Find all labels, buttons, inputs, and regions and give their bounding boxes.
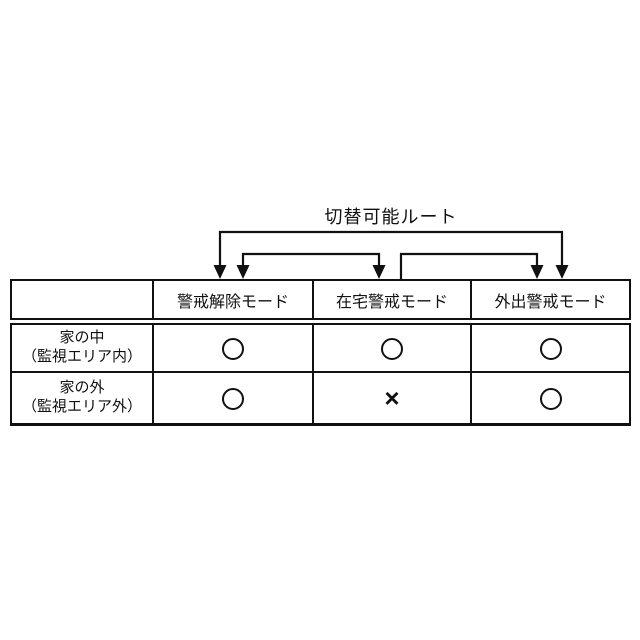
arrowhead-down-icon <box>555 265 569 279</box>
arrowhead-down-icon <box>236 265 250 279</box>
mark: × <box>384 382 400 413</box>
row-header-outside-house: 家の外 （監視エリア外） <box>10 371 154 426</box>
cell-inside-home: ○ <box>312 320 472 373</box>
column-header-away-mode: 外出警戒モード <box>470 279 631 325</box>
table-header-row: 警戒解除モード 在宅警戒モード 外出警戒モード <box>10 279 631 325</box>
cell-outside-home: × <box>312 371 472 426</box>
column-header-home-mode: 在宅警戒モード <box>312 279 472 325</box>
cell-outside-away: ○ <box>470 371 631 426</box>
row-label-line2: （監視エリア外） <box>21 398 142 415</box>
route-home-away <box>399 252 544 281</box>
row-label-line1: 家の中 <box>59 329 105 347</box>
row-header-inside-house: 家の中 （監視エリア内） <box>10 320 154 373</box>
route-disarm-home <box>236 252 386 279</box>
cell-inside-away: ○ <box>470 320 631 373</box>
arrowhead-down-icon <box>372 265 386 279</box>
cell-outside-disarm: ○ <box>152 371 314 426</box>
corner-cell <box>10 279 154 325</box>
row-label-line2: （監視エリア内） <box>21 348 142 365</box>
arrowhead-down-icon <box>530 265 544 279</box>
route-arrows <box>213 230 569 281</box>
table-row-outside-house: 家の外 （監視エリア外） ○ × ○ <box>10 371 631 426</box>
row-label-line1: 家の外 <box>59 379 105 397</box>
table-row-inside-house: 家の中 （監視エリア内） ○ ○ ○ <box>10 320 631 373</box>
route-disarm-away <box>213 230 569 279</box>
cell-inside-disarm: ○ <box>152 320 314 373</box>
arrowhead-down-icon <box>213 265 227 279</box>
mode-area-table: 警戒解除モード 在宅警戒モード 外出警戒モード 家の中 （監視エリア内） ○ ○… <box>10 279 631 426</box>
column-header-disarm-mode: 警戒解除モード <box>152 279 314 325</box>
diagram-title: 切替可能ルート <box>324 207 458 227</box>
